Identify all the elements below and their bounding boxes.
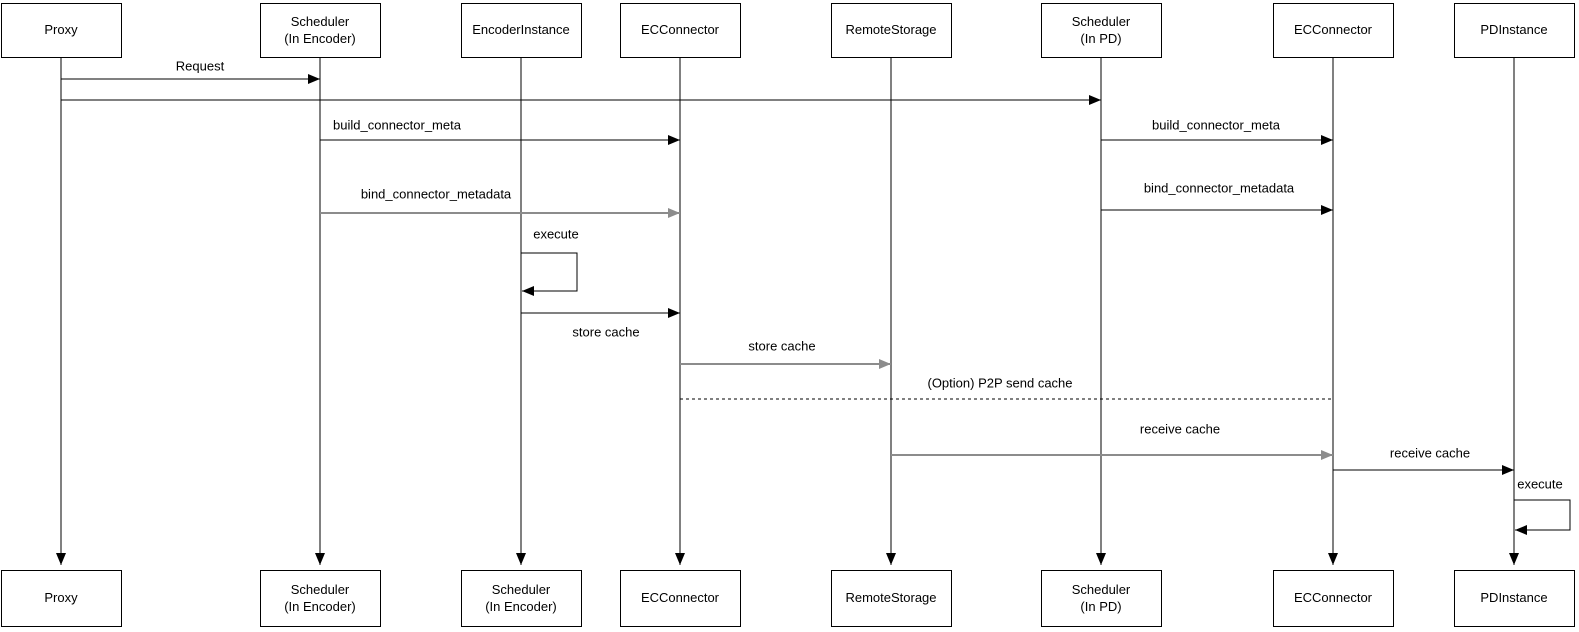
self-message-arrow-execute-6 bbox=[521, 252, 578, 296]
message-label-execute-12: execute bbox=[1517, 476, 1563, 492]
message-label-build-connector-meta-2: build_connector_meta bbox=[333, 117, 461, 133]
message-label-store-cache-7: store cache bbox=[572, 324, 640, 340]
message-label-bind-connector-metadata-5: bind_connector_metadata bbox=[1143, 180, 1295, 196]
actor-top-box-ec-connector-1: ECConnector bbox=[619, 3, 741, 58]
message-label-execute-6: execute bbox=[533, 226, 579, 242]
actor-top-box-scheduler-encoder: Scheduler (In Encoder) bbox=[259, 3, 381, 58]
message-label-receive-cache-11: receive cache bbox=[1389, 445, 1471, 461]
actor-bottom-box-scheduler-encoder: Scheduler (In Encoder) bbox=[259, 570, 381, 627]
actor-bottom-box-scheduler-pd: Scheduler (In PD) bbox=[1040, 570, 1162, 627]
actor-bottom-box-ec-connector-1: ECConnector bbox=[619, 570, 741, 627]
message-label-request-0: Request bbox=[175, 58, 225, 74]
message-label-option-p2p-send-cache-9: (Option) P2P send cache bbox=[927, 375, 1073, 391]
actor-top-box-pd-instance: PDInstance bbox=[1453, 3, 1575, 58]
actor-top-box-ec-connector-2: ECConnector bbox=[1272, 3, 1394, 58]
actor-top-box-encoder-instance: EncoderInstance bbox=[460, 3, 582, 58]
actor-bottom-box-proxy: Proxy bbox=[0, 570, 122, 627]
message-label-bind-connector-metadata-4: bind_connector_metadata bbox=[360, 186, 512, 202]
actor-top-box-remote-storage: RemoteStorage bbox=[830, 3, 952, 58]
actor-top-box-proxy: Proxy bbox=[0, 3, 122, 58]
actor-top-box-scheduler-pd: Scheduler (In PD) bbox=[1040, 3, 1162, 58]
actor-bottom-box-pd-instance: PDInstance bbox=[1453, 570, 1575, 627]
actor-bottom-box-encoder-instance: Scheduler (In Encoder) bbox=[460, 570, 582, 627]
actor-bottom-box-remote-storage: RemoteStorage bbox=[830, 570, 952, 627]
message-label-store-cache-8: store cache bbox=[748, 338, 816, 354]
self-message-arrow-execute-12 bbox=[1514, 499, 1571, 535]
message-label-build-connector-meta-3: build_connector_meta bbox=[1152, 117, 1280, 133]
message-label-receive-cache-10: receive cache bbox=[1139, 421, 1221, 437]
actor-bottom-box-ec-connector-2: ECConnector bbox=[1272, 570, 1394, 627]
